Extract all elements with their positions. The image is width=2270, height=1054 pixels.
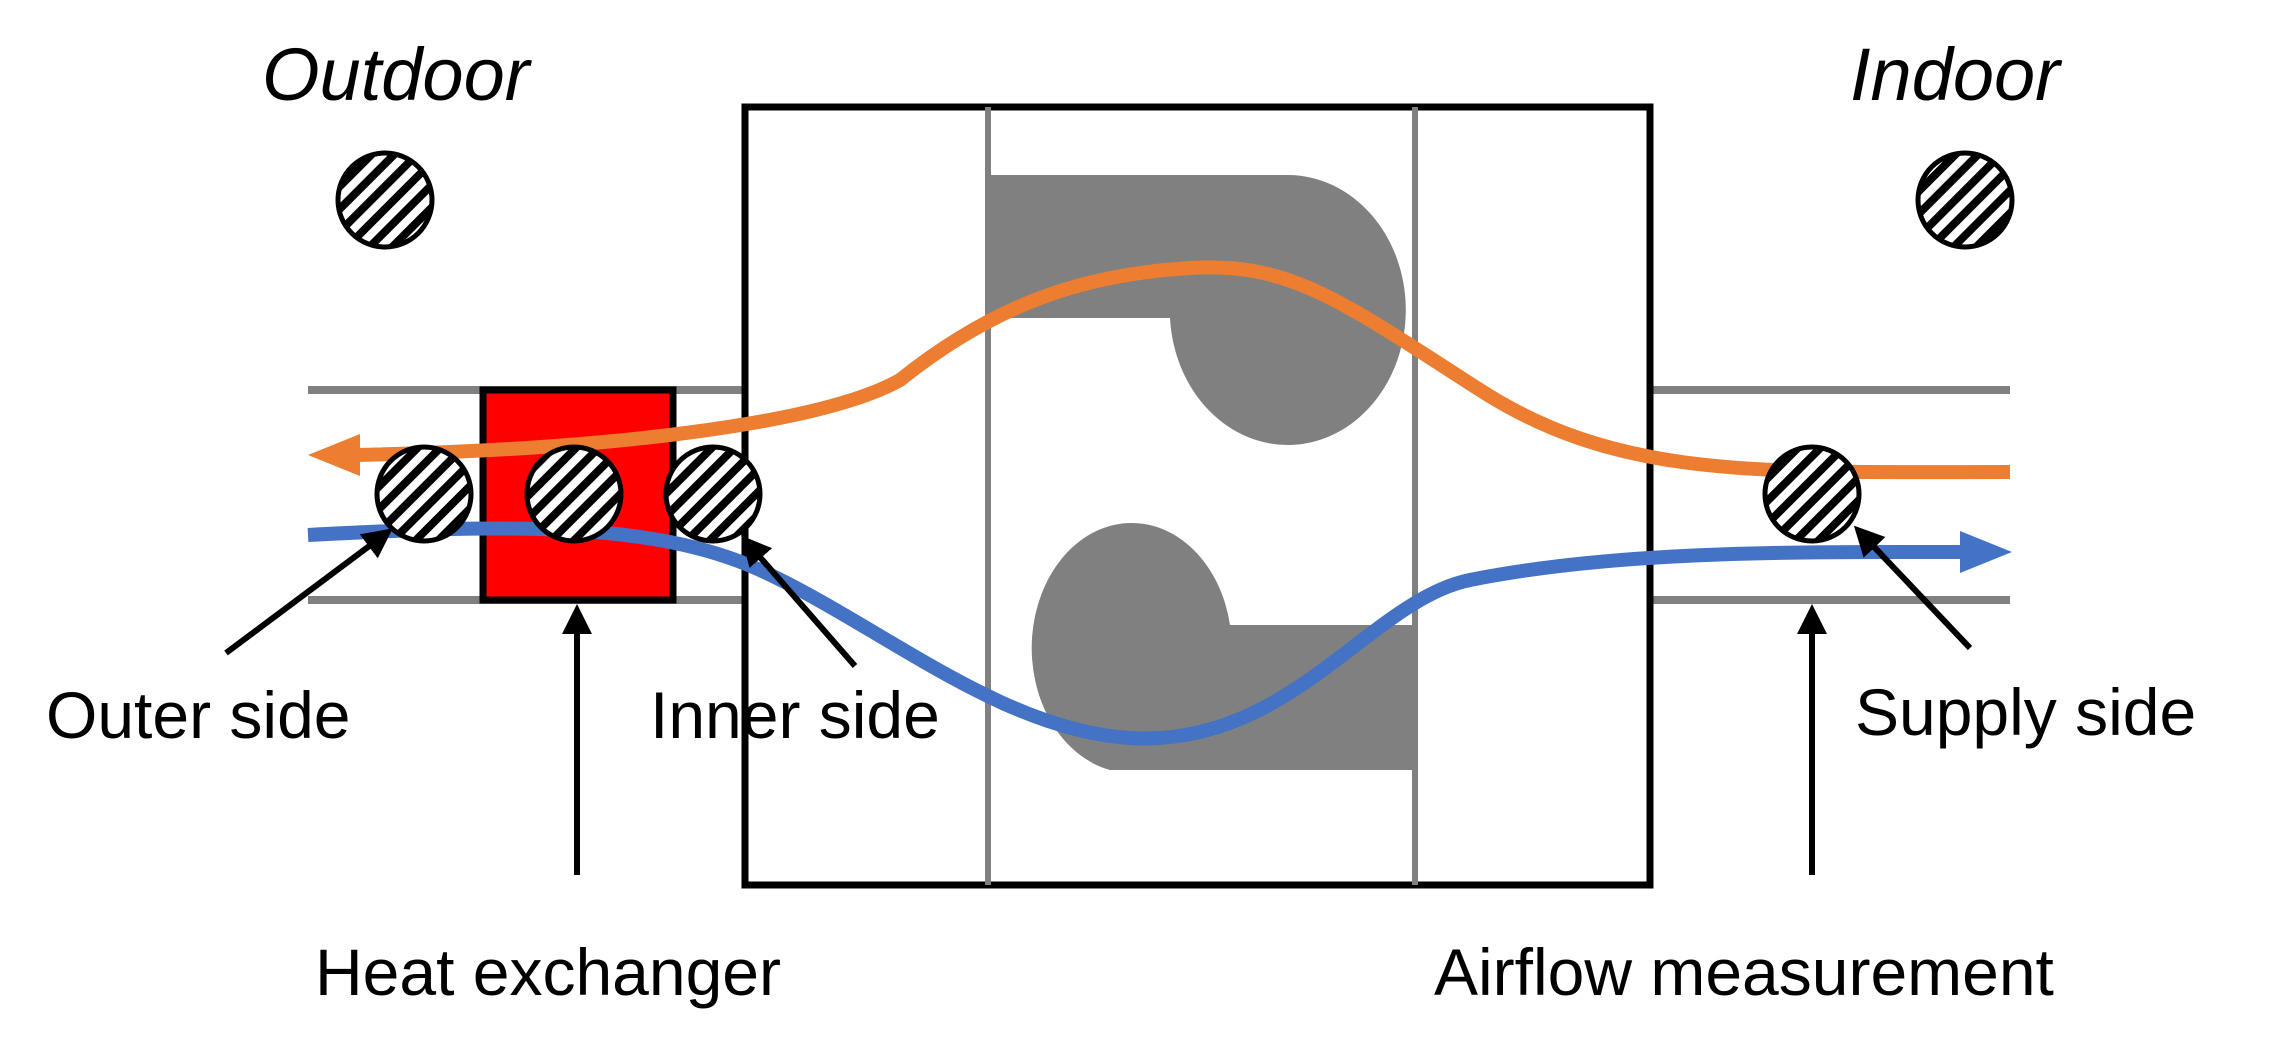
exhaust-airflow-arrowhead	[308, 434, 360, 476]
indoor-label: Indoor	[1850, 33, 2063, 116]
inner-side-label: Inner side	[650, 678, 940, 752]
outer-side-pointer-arrow	[224, 528, 393, 656]
upper-fan	[990, 175, 1406, 445]
inner-side-sensor-icon	[663, 444, 763, 544]
supply-side-pointer-arrow	[1853, 525, 1973, 651]
indoor-sensor-icon	[1915, 150, 2015, 250]
supply-side-label: Supply side	[1855, 675, 2196, 749]
sensor-icons	[335, 150, 2015, 544]
heat-exchanger-sensor-icon	[524, 444, 624, 544]
supply-airflow-arrowhead	[1960, 531, 2012, 573]
supply-airflow-line	[307, 521, 1961, 746]
outer-side-sensor-icon	[374, 444, 474, 544]
outdoor-sensor-icon	[335, 150, 435, 250]
supply-side-sensor-icon	[1762, 444, 1862, 544]
exhaust-airflow-line	[354, 260, 2011, 480]
heat-exchanger-label: Heat exchanger	[315, 935, 781, 1009]
inner-side-pointer-arrow	[741, 535, 858, 668]
right-duct	[1650, 386, 2010, 604]
airflow-measurement-label: Airflow measurement	[1434, 935, 2054, 1009]
outer-side-label: Outer side	[46, 678, 350, 752]
lower-fan	[1031, 522, 1415, 770]
pointer-arrows	[224, 525, 1973, 875]
outdoor-label: Outdoor	[262, 33, 533, 116]
